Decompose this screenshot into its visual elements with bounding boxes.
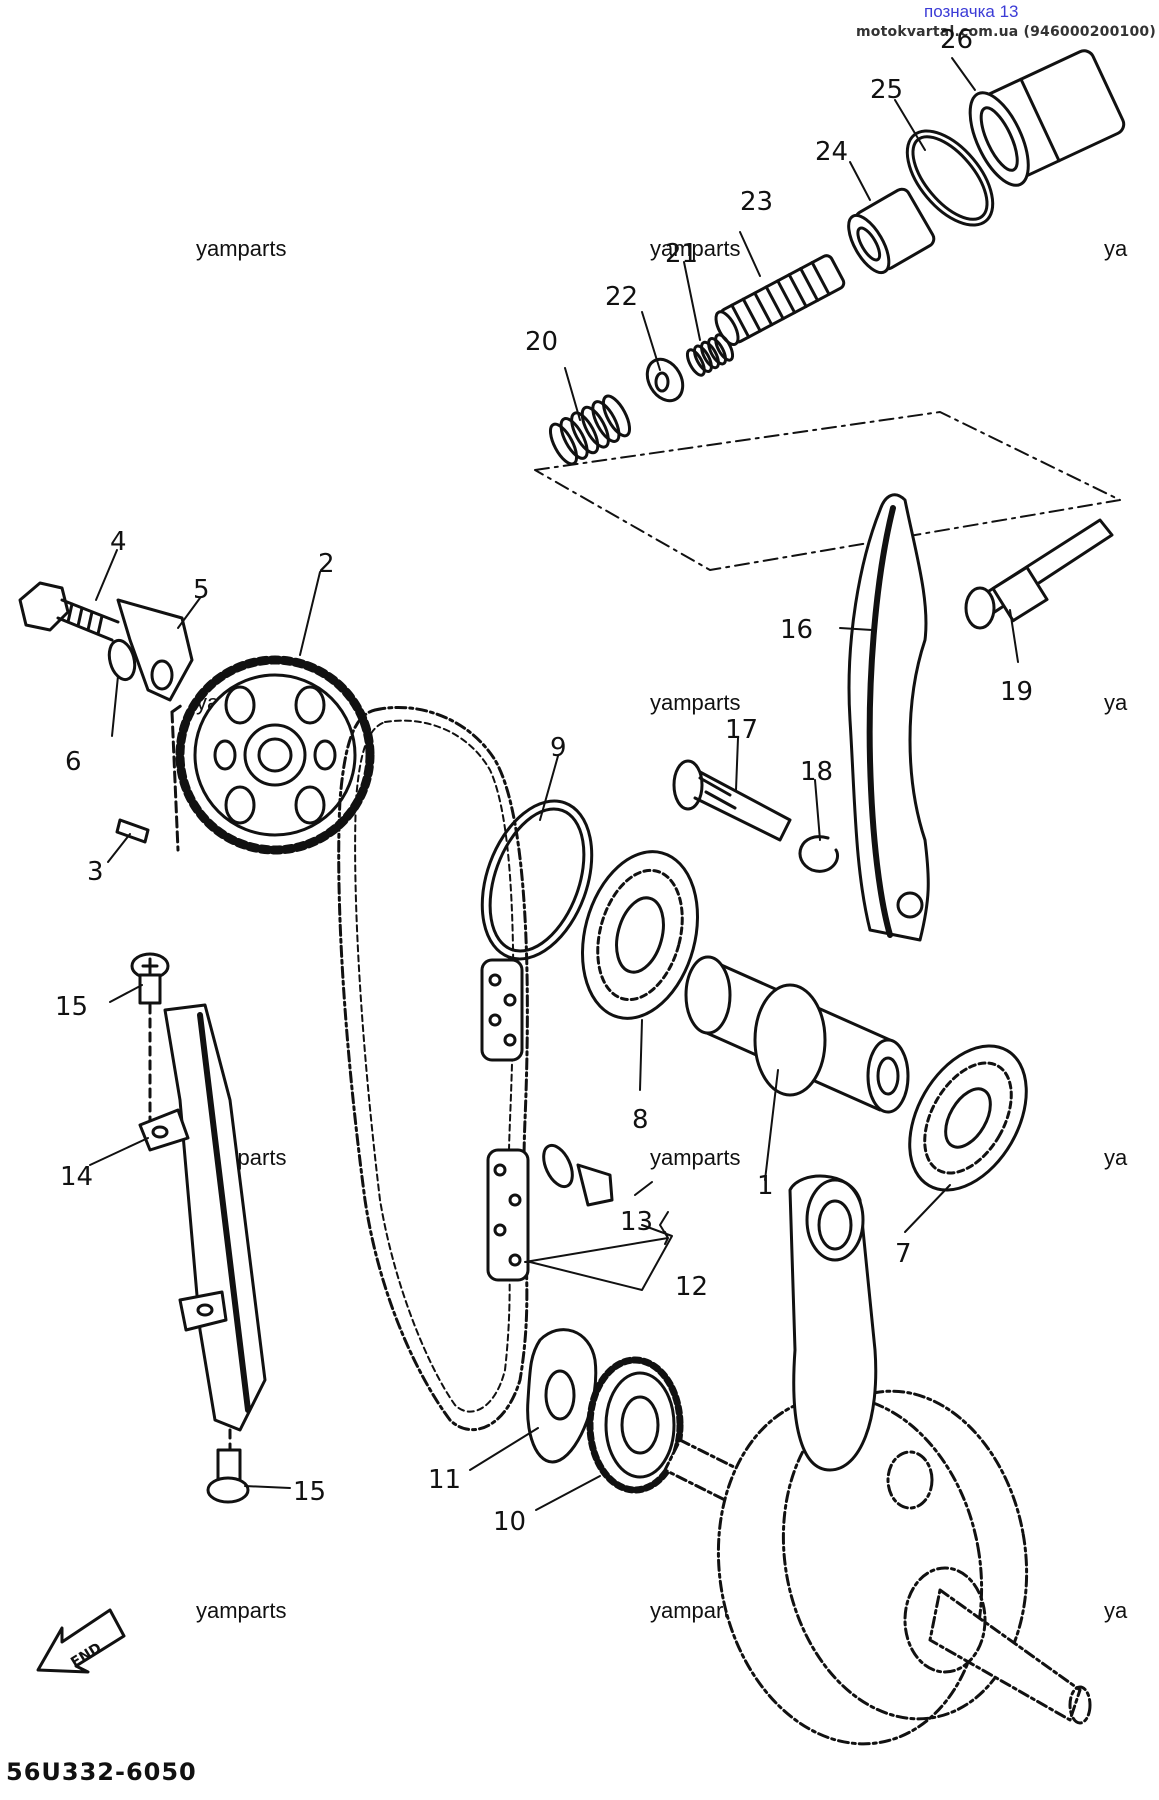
master-link	[542, 1143, 614, 1207]
callout-1: 1	[757, 1171, 774, 1201]
tensioner-spring	[548, 394, 632, 466]
dowel-pin	[115, 818, 150, 844]
callout-19: 19	[1000, 677, 1033, 707]
timing-chain	[337, 705, 529, 1431]
callout-9: 9	[550, 733, 567, 763]
watermark: ya	[1104, 1145, 1128, 1170]
callout-5: 5	[193, 575, 210, 605]
watermark: ya	[1104, 1598, 1128, 1623]
callout-20: 20	[525, 327, 558, 357]
tensioner-rod	[714, 254, 846, 346]
callout-3: 3	[87, 857, 104, 887]
callout-16: 16	[780, 615, 813, 645]
crankshaft-sprocket	[586, 1356, 684, 1494]
watermark: yamparts	[650, 690, 741, 715]
camshaft-bearing-left	[580, 850, 700, 1020]
callout-14: 14	[60, 1162, 93, 1192]
o-ring	[905, 129, 995, 227]
callout-22: 22	[605, 282, 638, 312]
callout-11: 11	[428, 1465, 461, 1495]
crankshaft-assembly	[663, 1389, 1092, 1746]
camshaft	[684, 955, 910, 1114]
guide-bolt	[672, 759, 792, 842]
callout-23: 23	[740, 187, 773, 217]
callout-24: 24	[815, 137, 848, 167]
camshaft-bearing-right	[908, 1044, 1028, 1192]
sprocket-plate	[526, 1328, 598, 1464]
callout-4: 4	[110, 527, 127, 557]
watermark: yamparts	[196, 236, 287, 261]
spring-washer	[645, 357, 685, 403]
callout-7: 7	[895, 1239, 912, 1269]
connecting-rod	[788, 1174, 878, 1472]
callout-8: 8	[632, 1105, 649, 1135]
chain-guide	[138, 1003, 267, 1432]
diagram-code: 56U332-6050	[6, 1758, 197, 1786]
front-arrow-icon: FND	[36, 1608, 126, 1674]
guide-pivot-pin	[964, 518, 1114, 630]
callout-10: 10	[493, 1507, 526, 1537]
tensioner-group-outline	[534, 411, 1121, 571]
callout-15-upper: 15	[55, 992, 88, 1022]
callout-15-lower: 15	[293, 1477, 326, 1507]
watermark: ya	[1104, 236, 1128, 261]
watermark: yamparts	[650, 1145, 741, 1170]
callout-21: 21	[665, 239, 698, 269]
guide-screw-lower	[206, 1448, 250, 1504]
watermark: ya	[1104, 690, 1128, 715]
guide-screw-upper	[130, 952, 170, 1005]
callout-13: 13	[620, 1207, 653, 1237]
source-caption: motokvartal.com.ua (946000200100)	[856, 24, 1156, 40]
bearing-circlip	[480, 799, 594, 961]
parts-label-link[interactable]: позначка 13	[924, 2, 1019, 21]
tensioner-cap-bolt	[968, 49, 1126, 187]
circlip	[798, 835, 839, 873]
callout-18: 18	[800, 757, 833, 787]
watermark: yamparts	[650, 236, 741, 261]
tensioner-nut	[847, 187, 936, 275]
callout-12: 12	[675, 1272, 708, 1302]
watermark: yamparts	[196, 1598, 287, 1623]
callout-25: 25	[870, 75, 903, 105]
chain-tensioner-guide	[847, 493, 930, 942]
small-spring	[685, 333, 735, 377]
callout-2: 2	[318, 549, 335, 579]
camshaft-sprocket	[175, 655, 375, 855]
bolt-washer	[107, 638, 137, 682]
callout-6: 6	[65, 747, 82, 777]
callout-17: 17	[725, 715, 758, 745]
chain-link-segment	[480, 958, 530, 1282]
callout-26: 26	[940, 25, 973, 55]
sprocket-bolt	[18, 581, 120, 642]
